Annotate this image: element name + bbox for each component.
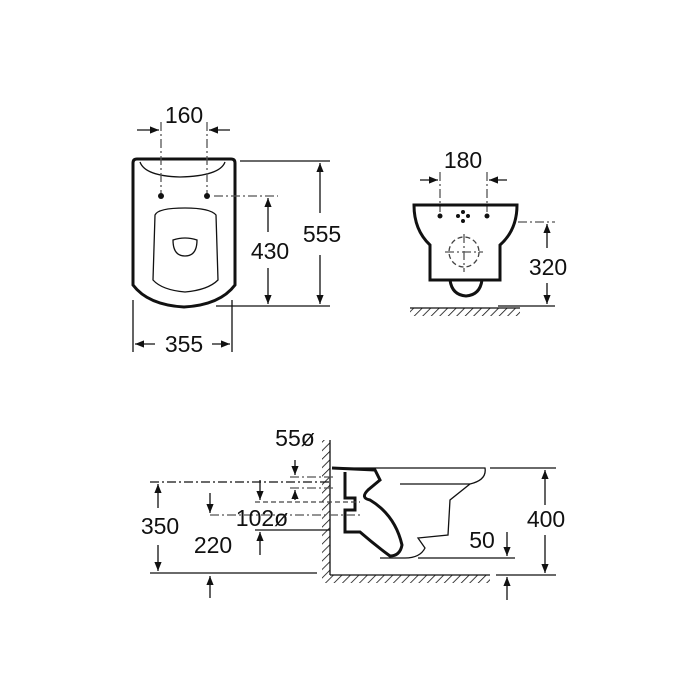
dim-50: 50 [469,527,495,553]
dim-220: 220 [194,532,232,558]
dim-555: 555 [303,221,341,247]
floor-hatch [322,575,490,583]
front-view: 180 320 [410,147,567,316]
cistern-curve [139,161,226,178]
fixing-hole [204,193,210,199]
bowl-side-outline [335,467,486,559]
dim-55-diameter: 55ø [275,425,315,451]
bowl-outline [131,157,237,309]
side-view: 55ø 102ø 220 350 400 50 [141,425,565,600]
dim-355: 355 [165,331,203,357]
dim-180: 180 [444,147,482,173]
seat-opening [152,207,219,293]
bowl-front-outline [412,203,519,282]
top-view: 160 555 430 355 [131,102,341,357]
dim-400: 400 [527,506,565,532]
dim-350: 350 [141,513,179,539]
dim-160: 160 [165,102,203,128]
dim-320: 320 [529,254,567,280]
dim-430: 430 [251,238,289,264]
floor-hatch [410,308,520,316]
wall-hatch [322,440,330,575]
drain-oval [172,237,198,257]
fixing-hole [158,193,164,199]
dim-102-diameter: 102ø [236,505,288,531]
